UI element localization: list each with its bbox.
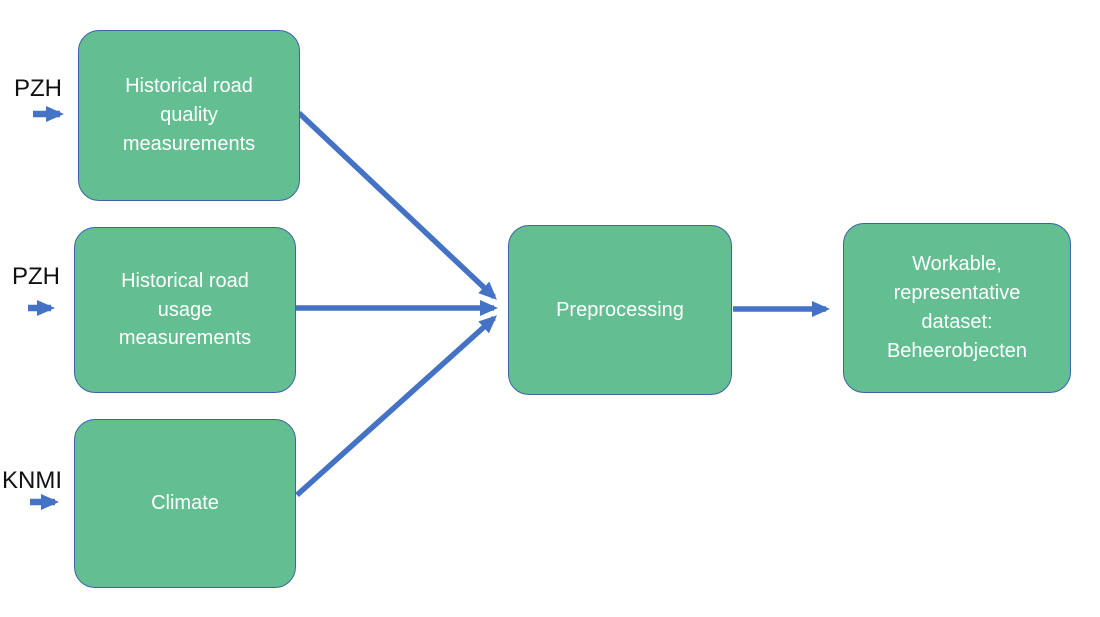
node-historical-road-quality-label: Historical road quality measurements [122, 75, 256, 155]
node-output-dataset: Workable, representative dataset: Beheer… [843, 223, 1071, 393]
arrow-road-quality-to-preprocessing [297, 110, 497, 300]
arrow-climate-to-preprocessing [295, 315, 497, 498]
node-historical-road-quality: Historical road quality measurements [78, 30, 300, 201]
node-climate-label: Climate [151, 492, 219, 515]
node-preprocessing: Preprocessing [508, 225, 732, 395]
source-label-pzh-1: PZH [14, 75, 62, 102]
node-preprocessing-label: Preprocessing [556, 298, 684, 321]
node-historical-road-usage: Historical road usage measurements [74, 227, 296, 393]
node-historical-road-usage-label: Historical road usage measurements [118, 269, 252, 350]
node-output-dataset-label: Workable, representative dataset: Beheer… [886, 253, 1028, 362]
source-label-pzh-2: PZH [12, 263, 60, 290]
node-climate: Climate [74, 419, 296, 588]
source-label-knmi: KNMI [2, 467, 62, 494]
